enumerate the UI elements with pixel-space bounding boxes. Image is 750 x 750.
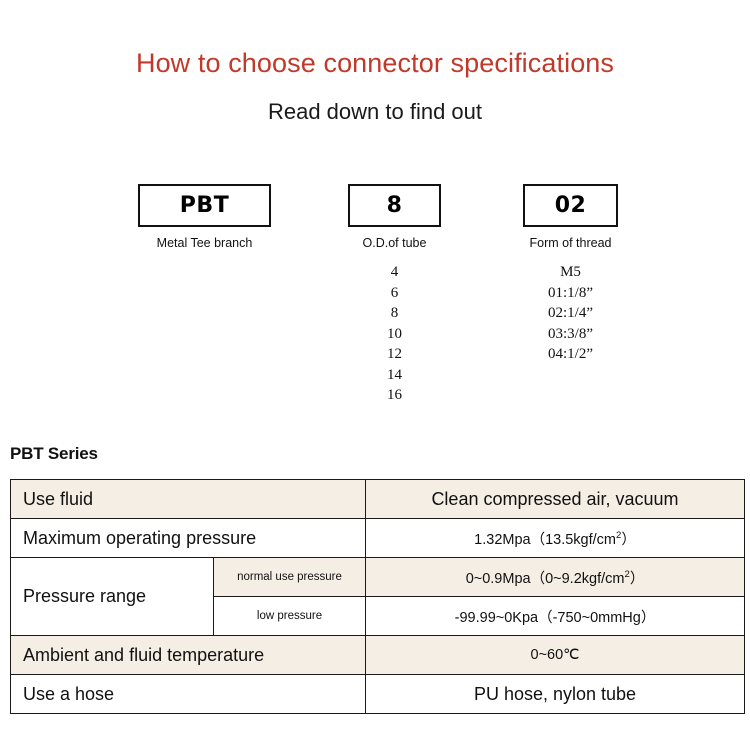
- code-group-thread: 02 Form of thread M5 01:1/8” 02:1/4” 03:3/8…: [523, 184, 618, 365]
- spec-value: 0~60℃: [365, 635, 745, 675]
- code-group-tube: 8 O.D.of tube 4 6 8 10 12 14 16: [348, 184, 441, 406]
- option-item: 01:1/8”: [548, 284, 593, 301]
- spec-label: Use fluid: [10, 479, 366, 519]
- option-list-thread: M5 01:1/8” 02:1/4” 03:3/8” 04:1/2”: [523, 262, 618, 365]
- spec-value: -99.99~0Kpa（-750~0mmHg）: [365, 596, 745, 636]
- spec-value: Clean compressed air, vacuum: [365, 479, 745, 519]
- option-item: 02:1/4”: [548, 305, 593, 321]
- spec-sublabel: low pressure: [213, 596, 366, 636]
- option-list-tube: 4 6 8 10 12 14 16: [348, 262, 441, 406]
- code-box-thread: 02: [523, 184, 618, 227]
- option-item: 16: [387, 387, 402, 403]
- spec-label: Ambient and fluid temperature: [10, 635, 366, 675]
- spec-value: 0~0.9Mpa（0~9.2kgf/cm2）: [365, 557, 745, 597]
- option-item: 6: [390, 284, 399, 301]
- option-item: 12: [387, 346, 402, 362]
- option-item: M5: [560, 264, 581, 280]
- option-item: 10: [387, 325, 402, 342]
- option-item: 14: [387, 366, 402, 383]
- option-item: 8: [390, 305, 399, 321]
- code-group-series: PBT Metal Tee branch: [138, 184, 271, 262]
- spec-label: Pressure range: [10, 557, 214, 636]
- code-caption-thread: Form of thread: [529, 236, 612, 250]
- code-box-series: PBT: [138, 184, 271, 227]
- spec-label: Maximum operating pressure: [10, 518, 366, 558]
- option-item: 4: [390, 264, 399, 280]
- spec-value: PU hose, nylon tube: [365, 674, 745, 714]
- code-box-tube: 8: [348, 184, 441, 227]
- spec-sublabel: normal use pressure: [213, 557, 366, 597]
- page-title: How to choose connector specifications: [135, 48, 615, 78]
- option-item: 04:1/2”: [548, 346, 593, 362]
- series-heading: PBT Series: [10, 444, 98, 463]
- page-subtitle: Read down to find out: [267, 99, 483, 124]
- option-item: 03:3/8”: [548, 325, 593, 342]
- spec-value: 1.32Mpa（13.5kgf/cm2）: [365, 518, 745, 558]
- code-caption-tube: O.D.of tube: [362, 236, 427, 250]
- spec-label: Use a hose: [10, 674, 366, 714]
- table-row: low pressure-99.99~0Kpa（-750~0mmHg）: [11, 596, 745, 636]
- code-caption-series: Metal Tee branch: [156, 236, 253, 250]
